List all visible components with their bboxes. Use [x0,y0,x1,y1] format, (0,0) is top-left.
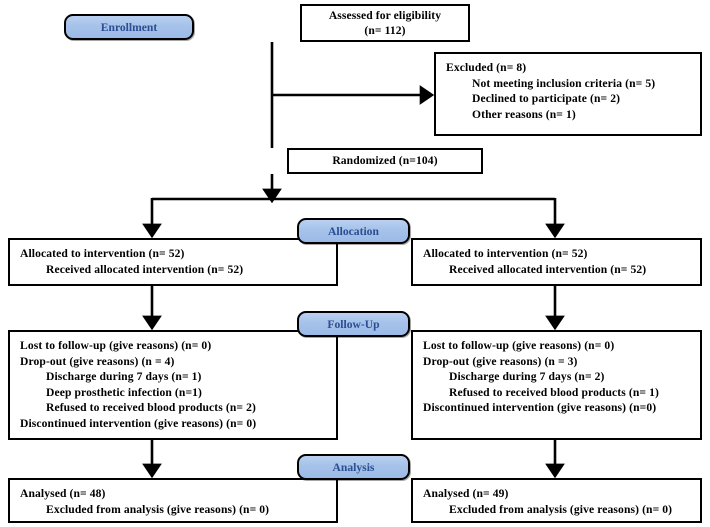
followup-left-line-6: Discontinued intervention (give reasons)… [20,416,257,430]
excluded-line-2: Not meeting inclusion criteria (n= 5) [472,76,656,90]
stage-label-allocation: Allocation [297,218,410,244]
assessed-line-2: (n= 112) [364,24,406,37]
stage-label-allocation-text: Allocation [328,224,379,238]
followup-left-line-5: Refused to received blood products (n= 2… [46,401,256,414]
assessed-line-1: Assessed for eligibility [328,8,442,22]
excluded-line-1: Excluded (n= 8) [446,61,527,74]
followup-right-line-4: Refused to received blood products (n= 1… [449,385,659,399]
analysis-right-line-1: Analysed (n= 49) [423,487,509,500]
box-allocation-right: Allocated to intervention (n= 52) Receiv… [411,238,702,286]
box-randomized: Randomized (n=104) [287,148,483,174]
followup-right-line-3: Discharge during 7 days (n= 2) [449,370,605,383]
followup-right-line-1: Lost to follow-up (give reasons) (n= 0) [423,339,615,352]
followup-left-line-4: Deep prosthetic infection (n=1) [46,385,203,399]
stage-label-followup: Follow-Up [297,311,410,337]
box-analysis-left: Analysed (n= 48) Excluded from analysis … [8,478,338,523]
allocation-left-line-1: Allocated to intervention (n= 52) [20,247,185,260]
box-analysis-right: Analysed (n= 49) Excluded from analysis … [411,478,702,523]
excluded-line-4: Other reasons (n= 1) [472,107,576,121]
allocation-left-line-2: Received allocated intervention (n= 52) [46,262,244,276]
followup-right-line-2: Drop-out (give reasons) (n = 3) [423,354,578,368]
stage-label-enrollment-text: Enrollment [100,20,158,34]
analysis-left-line-2: Excluded from analysis (give reasons) (n… [46,502,270,516]
allocation-right-line-1: Allocated to intervention (n= 52) [423,247,588,260]
box-allocation-left: Allocated to intervention (n= 52) Receiv… [8,238,338,286]
stage-label-enrollment: Enrollment [64,14,194,40]
excluded-line-3: Declined to participate (n= 2) [472,92,621,105]
followup-right-line-5: Discontinued intervention (give reasons)… [423,401,657,414]
followup-left-line-2: Drop-out (give reasons) (n = 4) [20,354,175,368]
allocation-right-line-2: Received allocated intervention (n= 52) [449,262,647,276]
randomized-text: Randomized (n=104) [332,154,438,168]
box-excluded: Excluded (n= 8) Not meeting inclusion cr… [434,52,702,136]
followup-left-line-1: Lost to follow-up (give reasons) (n= 0) [20,339,212,352]
analysis-left-line-1: Analysed (n= 48) [20,487,106,500]
followup-left-line-3: Discharge during 7 days (n= 1) [46,370,202,383]
box-followup-right: Lost to follow-up (give reasons) (n= 0) … [411,330,702,440]
stage-label-followup-text: Follow-Up [327,317,380,331]
analysis-right-line-2: Excluded from analysis (give reasons) (n… [449,502,673,516]
box-assessed-for-eligibility: Assessed for eligibility (n= 112) [300,4,470,42]
box-followup-left: Lost to follow-up (give reasons) (n= 0) … [8,330,338,440]
stage-label-analysis-text: Analysis [332,460,375,474]
stage-label-analysis: Analysis [297,454,410,480]
